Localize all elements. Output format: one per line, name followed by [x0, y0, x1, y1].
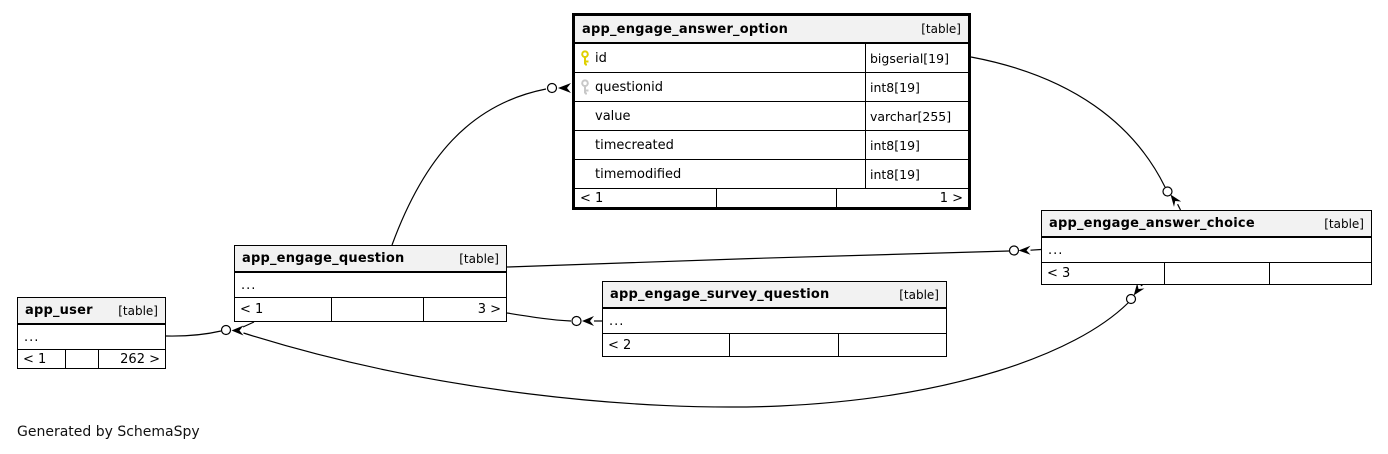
primary-key-icon	[575, 50, 595, 66]
table-footer: < 1 3 >	[235, 298, 506, 321]
table-tag: [table]	[459, 251, 499, 266]
table-header: app_engage_survey_question [table]	[603, 282, 946, 309]
table-header: app_engage_answer_choice [table]	[1042, 211, 1371, 238]
collapsed-columns-row: ...	[1042, 238, 1371, 263]
edge-question-to-survey-question	[506, 312, 602, 327]
collapsed-columns-row: ...	[18, 325, 165, 350]
footer-parents-count: 1 >	[836, 189, 968, 207]
table-name[interactable]: app_engage_survey_question	[610, 287, 830, 302]
column-row-timemodified[interactable]: timemodified int8[19]	[575, 160, 968, 189]
table-name[interactable]: app_engage_answer_option	[582, 21, 789, 37]
table-tag: [table]	[899, 287, 939, 302]
foreign-key-icon	[575, 79, 595, 95]
column-type: int8[19]	[865, 73, 968, 101]
footer-children-count: < 1	[580, 190, 604, 206]
table-app-user[interactable]: app_user [table] ... < 1 262 >	[17, 297, 166, 369]
edge-answer-choice-to-app-user	[243, 283, 1145, 408]
column-row-timecreated[interactable]: timecreated int8[19]	[575, 131, 968, 160]
footer-parents-count	[838, 334, 946, 356]
column-name: id	[595, 50, 607, 66]
footer-children-count: < 1	[240, 302, 264, 317]
column-name: value	[595, 108, 631, 124]
footer-middle-cell	[716, 189, 836, 207]
table-header: app_engage_answer_option [table]	[575, 16, 968, 44]
column-name: questionid	[595, 79, 664, 95]
column-type: bigserial[19]	[865, 44, 968, 72]
column-type: varchar[255]	[865, 102, 968, 130]
footer-parents-count: 3 >	[423, 298, 506, 321]
table-footer: < 2	[603, 334, 946, 356]
generated-by-note: Generated by SchemaSpy	[17, 424, 200, 440]
edge-question-to-answer-choice	[506, 245, 1042, 268]
column-type: int8[19]	[865, 131, 968, 159]
footer-middle-cell	[729, 334, 838, 356]
column-row-value[interactable]: value varchar[255]	[575, 102, 968, 131]
edge-question-to-answer-option	[391, 82, 571, 246]
edge-question-to-app-user	[165, 321, 255, 337]
footer-middle-cell	[1164, 263, 1269, 284]
table-footer: < 3	[1042, 263, 1371, 284]
footer-middle-cell	[65, 350, 98, 368]
footer-parents-count: 262 >	[98, 350, 165, 368]
table-tag: [table]	[1324, 216, 1364, 231]
column-row-questionid[interactable]: questionid int8[19]	[575, 73, 968, 102]
column-name: timemodified	[595, 166, 682, 182]
table-name[interactable]: app_engage_question	[242, 251, 405, 266]
table-app-engage-survey-question[interactable]: app_engage_survey_question [table] ... <…	[602, 281, 947, 357]
table-footer: < 1 262 >	[18, 350, 165, 368]
footer-children-count: < 3	[1047, 266, 1071, 281]
column-row-id[interactable]: id bigserial[19]	[575, 44, 968, 73]
footer-children-count: < 2	[608, 337, 632, 353]
table-app-engage-answer-option[interactable]: app_engage_answer_option [table] id bigs…	[572, 13, 971, 210]
table-tag: [table]	[921, 22, 961, 36]
collapsed-columns-row: ...	[235, 273, 506, 298]
table-name[interactable]: app_user	[25, 303, 93, 318]
collapsed-columns-row: ...	[603, 309, 946, 334]
table-header: app_user [table]	[18, 298, 165, 325]
table-footer: < 1 1 >	[575, 189, 968, 207]
column-type: int8[19]	[865, 160, 968, 188]
table-header: app_engage_question [table]	[235, 246, 506, 273]
footer-parents-count	[1269, 263, 1371, 284]
footer-middle-cell	[331, 298, 423, 321]
edge-answer-option-to-answer-choice	[970, 56, 1182, 211]
table-app-engage-question[interactable]: app_engage_question [table] ... < 1 3 >	[234, 245, 507, 322]
footer-children-count: < 1	[23, 351, 47, 367]
table-app-engage-answer-choice[interactable]: app_engage_answer_choice [table] ... < 3	[1041, 210, 1372, 285]
table-tag: [table]	[118, 303, 158, 318]
table-name[interactable]: app_engage_answer_choice	[1049, 216, 1255, 231]
column-name: timecreated	[595, 137, 674, 153]
